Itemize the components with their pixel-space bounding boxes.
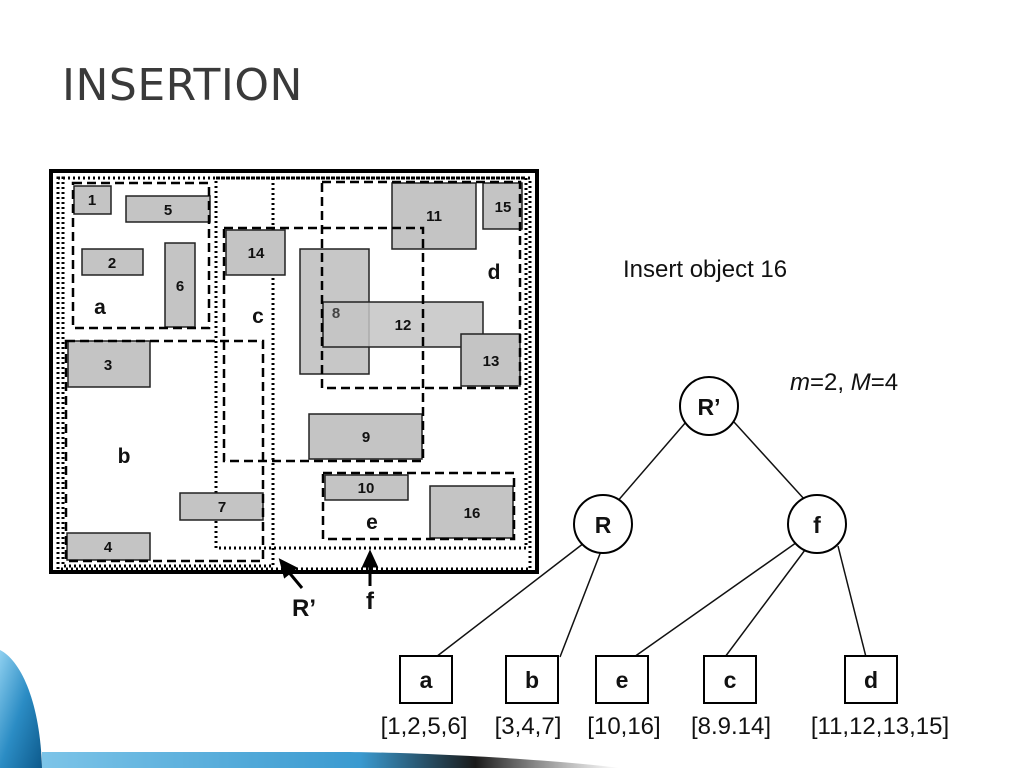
- leaf-entries-b: [3,4,7]: [495, 713, 562, 740]
- mbr-f: [214, 176, 528, 550]
- object-label-13: 13: [483, 353, 500, 370]
- region-label-b: b: [118, 445, 131, 468]
- region-label-a: a: [94, 296, 106, 319]
- mbr-r: [61, 176, 275, 568]
- leaf-box-d: [844, 655, 898, 704]
- object-label-3: 3: [104, 357, 112, 374]
- arrow-r-prime: [278, 558, 304, 589]
- object-label-2: 2: [108, 255, 116, 272]
- leaf-label-a: a: [420, 667, 433, 693]
- region-label-c: c: [252, 305, 264, 328]
- tree-node-label-r: R: [595, 512, 612, 538]
- tree-parameters: m=2, M=4: [790, 369, 899, 396]
- region-c: [222, 226, 425, 463]
- data-objects: [66, 182, 523, 561]
- leaf-entries-d: [11,12,13,15]: [811, 713, 949, 740]
- leaf-entries-e: [10,16]: [587, 713, 660, 740]
- object-label-12: 12: [395, 317, 412, 334]
- object-6: [164, 242, 196, 328]
- tree-node-r: [573, 494, 633, 554]
- outer-space-boundary: [49, 169, 539, 574]
- object-5: [125, 195, 211, 223]
- object-16: [429, 485, 514, 539]
- object-2: [81, 248, 144, 276]
- region-label-d: d: [488, 261, 501, 284]
- object-label-9: 9: [362, 429, 370, 446]
- region-e: [321, 471, 516, 541]
- object-label-16: 16: [464, 505, 481, 522]
- object-label-7: 7: [218, 499, 226, 516]
- object-label-5: 5: [164, 202, 172, 219]
- tree-edges: [435, 421, 867, 658]
- object-11: [391, 182, 477, 250]
- leaf-box-c: [703, 655, 757, 704]
- object-1: [73, 185, 112, 215]
- object-7: [179, 492, 264, 521]
- object-label-15: 15: [495, 199, 512, 216]
- object-3: [67, 340, 151, 388]
- slide-title: INSERTION: [62, 60, 303, 111]
- region-label-e: e: [366, 511, 378, 534]
- object-label-6: 6: [176, 278, 184, 295]
- leaf-label-b: b: [525, 667, 539, 693]
- rtree: R’ R f a b e c d [1,2,5,6] [3,4,7] [10,1…: [381, 376, 949, 740]
- insert-caption: Insert object 16: [623, 256, 788, 283]
- arrow-label-r-prime: R’: [292, 595, 316, 622]
- object-label-8: 8: [332, 305, 340, 322]
- region-d: [320, 180, 522, 390]
- object-12: [322, 301, 484, 348]
- decorative-swoosh: [0, 650, 620, 768]
- tree-node-r-prime: [679, 376, 739, 436]
- tree-node-f: [787, 494, 847, 554]
- leaf-entries-c: [8.9.14]: [691, 713, 771, 740]
- leaf-box-e: [595, 655, 649, 704]
- tree-node-label-f: f: [813, 512, 821, 538]
- region-b: [64, 339, 265, 563]
- spatial-layout: 1 5 2 6 3 7 4 14 11 15 8 12 13 9 10 16 a…: [49, 169, 539, 622]
- object-4: [66, 532, 151, 561]
- tree-node-label-r-prime: R’: [698, 394, 721, 420]
- object-14: [225, 229, 286, 276]
- arrow-label-f: f: [366, 588, 375, 615]
- leaf-label-e: e: [616, 667, 629, 693]
- mbr-r-prime: [56, 176, 532, 571]
- leaf-entries-a: [1,2,5,6]: [381, 713, 468, 740]
- leaf-label-d: d: [864, 667, 878, 693]
- object-15: [482, 182, 523, 230]
- object-10: [324, 474, 409, 501]
- object-label-4: 4: [104, 539, 113, 556]
- object-label-14: 14: [248, 245, 265, 262]
- object-label-1: 1: [88, 192, 96, 209]
- arrow-f: [361, 549, 379, 586]
- object-13: [460, 333, 521, 387]
- object-9: [308, 413, 423, 460]
- object-label-10: 10: [358, 480, 375, 497]
- leaf-label-c: c: [724, 667, 737, 693]
- object-label-11: 11: [426, 208, 442, 225]
- leaf-box-b: [505, 655, 559, 704]
- leaf-box-a: [399, 655, 453, 704]
